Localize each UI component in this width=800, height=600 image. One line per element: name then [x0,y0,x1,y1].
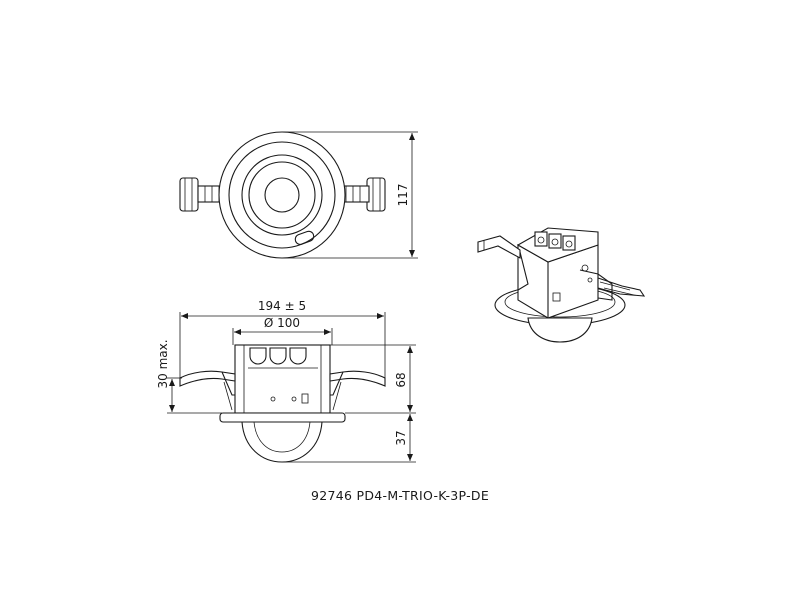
iso-left-clamp [477,235,521,259]
lens-center [264,177,300,213]
dimension-37: 37 [282,414,416,463]
dim-117-label: 117 [396,184,410,207]
product-caption: 92746 PD4-M-TRIO-K-3P-DE [310,488,490,503]
sensor-window [294,230,315,245]
dimension-117: 117 [282,131,418,259]
iso-dome [527,317,593,343]
dim-37-label: 37 [394,430,408,445]
dimension-68: 68 [330,344,416,414]
isometric-view [477,227,646,343]
right-wing [329,370,386,387]
top-view [179,131,386,259]
side-view [179,344,386,463]
dimension-30max: 30 max. [156,339,222,414]
dimension-194: 194 ± 5 [179,299,386,380]
side-flange [219,412,346,423]
dim-68-label: 68 [394,372,408,387]
left-wing [179,370,236,387]
dome [241,421,323,463]
dim-diameter-label: Ø 100 [264,316,300,330]
flange-outer [218,131,346,259]
dim-30max-label: 30 max. [156,339,170,388]
dimension-diameter: Ø 100 [232,316,333,345]
dim-194-label: 194 ± 5 [258,299,306,313]
